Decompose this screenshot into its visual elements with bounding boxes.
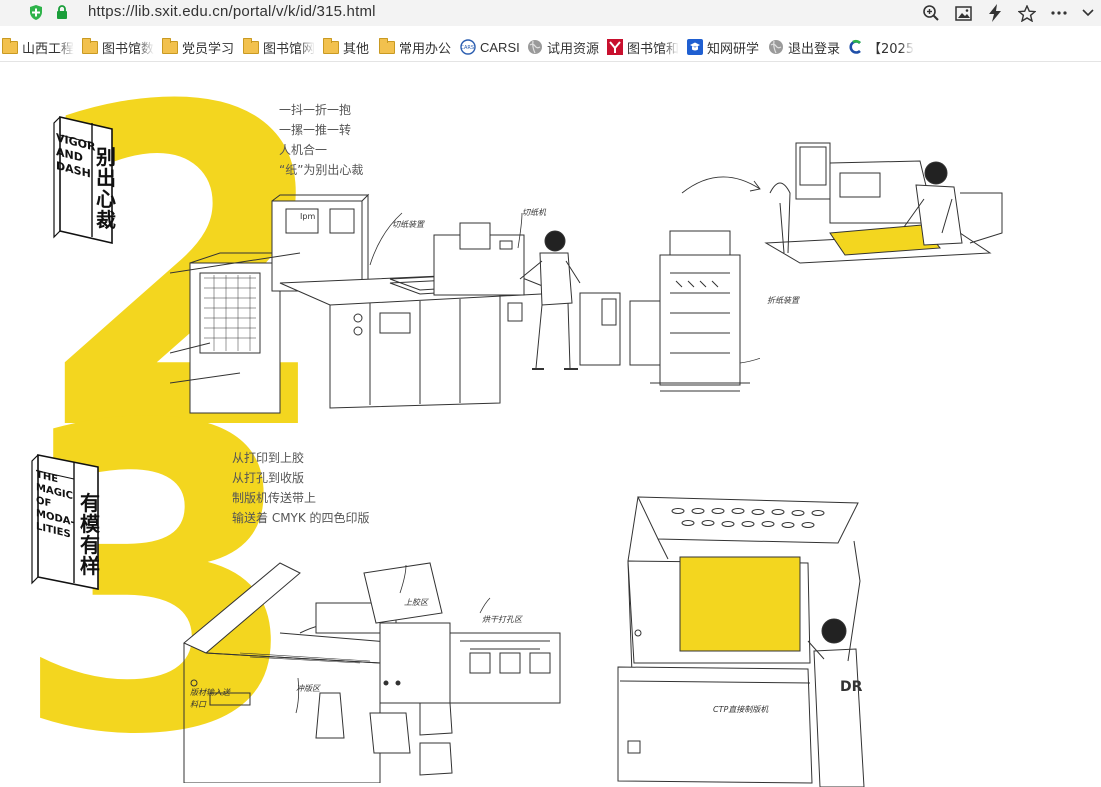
chevron-down-icon[interactable] [1075, 0, 1101, 26]
bookmark-library-data[interactable]: 图书馆数 [82, 32, 154, 62]
svg-text:Ipm: Ipm [300, 212, 315, 221]
annotation-plate-input: 版材输入送料口 [190, 688, 230, 709]
bookmark-trial[interactable]: 试用资源 [527, 32, 599, 62]
more-icon[interactable] [1043, 0, 1075, 26]
carsi-icon: CARSI [460, 39, 476, 55]
cnki-icon [687, 39, 703, 55]
annotation-gluing: 上胶区 [404, 598, 428, 607]
star-icon[interactable] [1011, 0, 1043, 26]
annotation-paper-cutting: 切纸装置 [392, 220, 424, 229]
page-content: 2 3 VIGOR AND DASH 别出心裁 一抖一折一抱 一摞一推一转 人机… [0, 63, 1101, 787]
svg-text:DR: DR [840, 679, 863, 695]
folder-icon [323, 38, 339, 55]
folder-icon [2, 38, 18, 55]
annotation-cutter: 切纸机 [522, 208, 546, 217]
annotation-drying-punching: 烘干打孔区 [482, 615, 522, 624]
worker-paper-illustration [681, 142, 1003, 264]
poem-line: 从打印到上胶 [232, 451, 305, 465]
screenshot-icon[interactable] [947, 0, 979, 26]
bookmark-label: 常用办公 [399, 41, 452, 57]
poem-2: 一抖一折一抱 一摞一推一转 人机合一 “纸”为别出心裁 [279, 100, 363, 180]
bookmark-label: 退出登录 [788, 41, 841, 57]
bookmark-label: 山西工程 [22, 41, 75, 57]
globe-icon [528, 40, 542, 54]
lock-icon[interactable] [56, 5, 68, 19]
bookmark-library-and[interactable]: 图书馆和 [607, 32, 679, 62]
folder-icon [162, 38, 178, 55]
c-logo-icon [849, 39, 861, 54]
annotation-folding: 折纸装置 [767, 296, 799, 305]
title-en-3: THE MAGIC OF MODA- LITIES [36, 468, 80, 544]
bookmark-label: CARSI [480, 39, 520, 55]
folder-icon [82, 38, 98, 55]
poem-line: “纸”为别出心裁 [279, 163, 364, 177]
bookmark-label: 试用资源 [547, 41, 600, 57]
bookmark-label: 【2025 [868, 41, 915, 57]
poem-line: 从打孔到收版 [232, 471, 305, 485]
globe-icon [769, 40, 783, 54]
bookmark-library-web[interactable]: 图书馆网 [243, 32, 315, 62]
bookmark-logout[interactable]: 退出登录 [768, 32, 840, 62]
shield-plus-icon[interactable] [28, 4, 44, 21]
bookmark-label: 图书馆和 [627, 41, 680, 57]
folder-icon [243, 38, 259, 55]
bookmark-label: 图书馆网 [263, 41, 316, 57]
bookmark-label: 知网研学 [707, 41, 760, 57]
poem-line: 一摞一推一转 [279, 123, 352, 137]
bookmarks-bar: 山西工程 图书馆数 党员学习 图书馆网 其他 常用办公 CARSI CARSI … [0, 32, 1101, 62]
ctp-machine-illustration: DR [617, 496, 865, 787]
bookmark-other[interactable]: 其他 [323, 32, 369, 62]
platemaking-line-illustration [183, 562, 561, 783]
poem-line: 制版机传送带上 [232, 491, 317, 505]
bookmark-office[interactable]: 常用办公 [379, 32, 451, 62]
annotation-ctp: CTP直接制版机 [713, 705, 769, 714]
title-cn-2: 别出心裁 [96, 145, 116, 232]
folder-icon [379, 38, 395, 55]
url-field[interactable]: https://lib.sxit.edu.cn/portal/v/k/id/31… [88, 3, 376, 20]
bookmark-label: 图书馆数 [102, 41, 155, 57]
title-box-2-frame [53, 115, 113, 245]
bookmark-label: 党员学习 [182, 41, 235, 57]
svg-text:CARSI: CARSI [460, 45, 475, 51]
poem-line: 人机合一 [279, 143, 328, 157]
lightning-icon[interactable] [979, 0, 1011, 26]
bookmark-label: 其他 [343, 41, 370, 57]
bookmark-party-study[interactable]: 党员学习 [162, 32, 234, 62]
bookmark-cnki[interactable]: 知网研学 [687, 32, 759, 62]
poem-line: 输送着 CMYK 的四色印版 [232, 511, 370, 525]
zoom-icon[interactable] [915, 0, 947, 26]
bookmark-shanxi[interactable]: 山西工程 [2, 32, 74, 62]
address-bar: https://lib.sxit.edu.cn/portal/v/k/id/31… [0, 0, 1101, 26]
title-cn-3: 有模有样 [80, 491, 100, 578]
annotation-developing: 冲版区 [296, 684, 320, 693]
title-box-3-frame [31, 454, 99, 590]
red-y-icon [607, 39, 623, 55]
poem-line: 一抖一折一抱 [279, 103, 352, 117]
folding-machine-illustration: Ipm [170, 193, 760, 414]
poem-3: 从打印到上胶 从打孔到收版 制版机传送带上 输送着 CMYK 的四色印版 [232, 448, 370, 528]
bookmark-carsi[interactable]: CARSI CARSI [460, 32, 520, 62]
bookmark-2025[interactable]: 【2025 [848, 32, 914, 62]
